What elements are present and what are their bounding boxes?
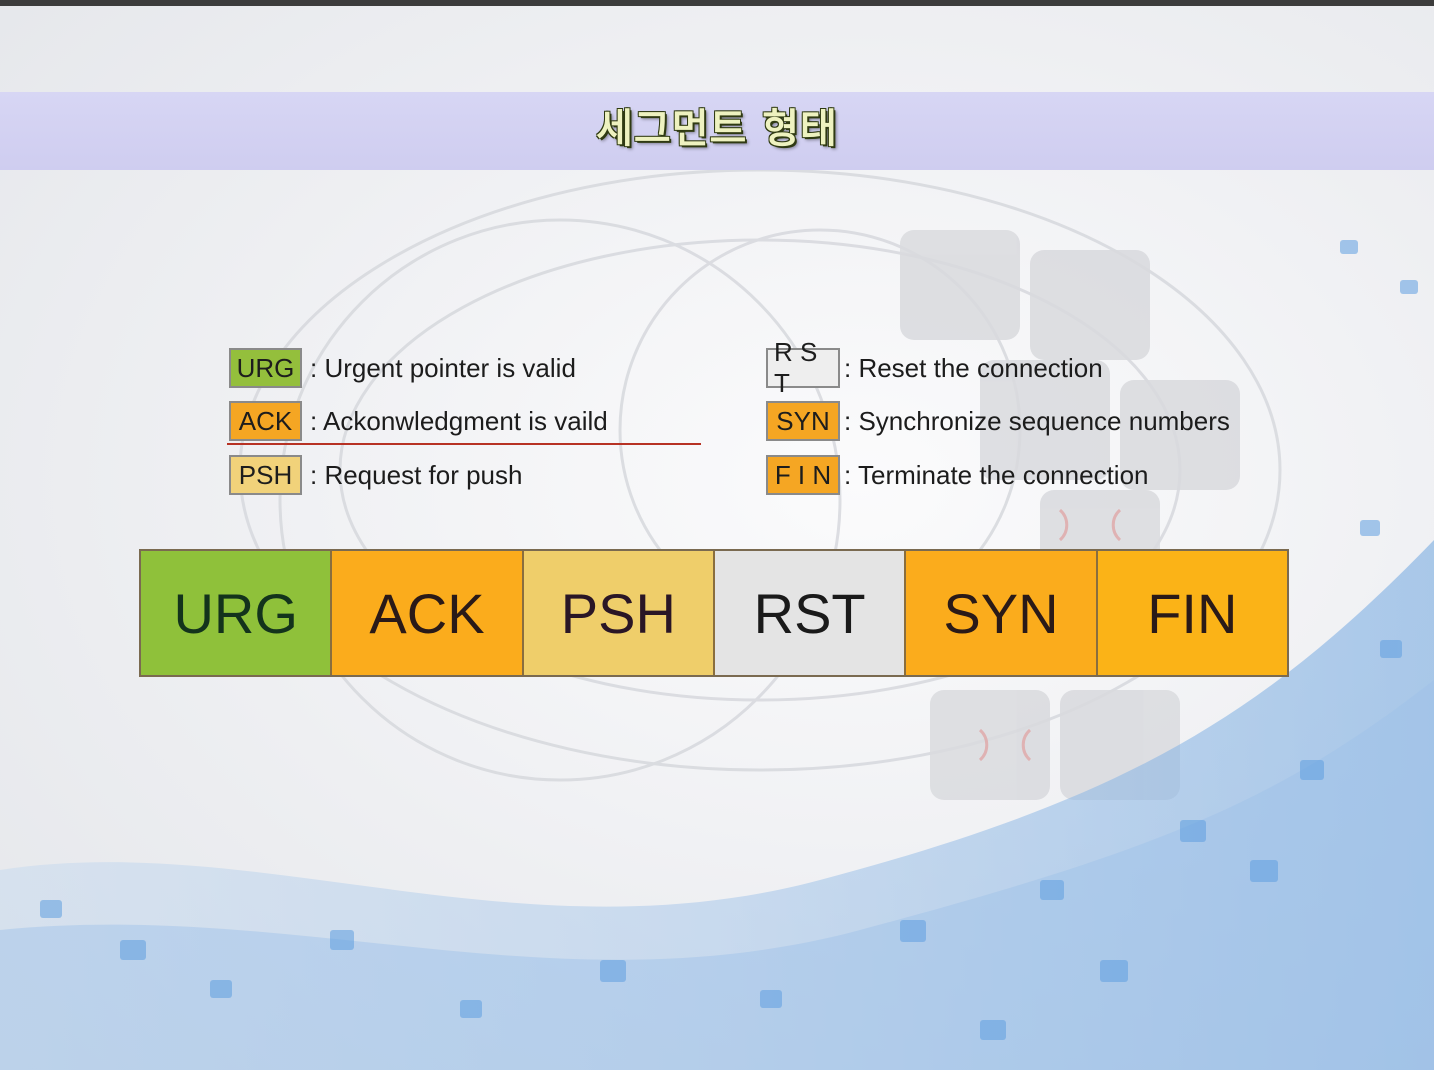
legend-item-urg: URG : Urgent pointer is valid bbox=[229, 346, 576, 390]
legend-item-rst: R S T : Reset the connection bbox=[766, 337, 1103, 398]
legend-desc-ack: : Ackonwledgment is vaild bbox=[310, 405, 608, 436]
legend-desc-urg: : Urgent pointer is valid bbox=[310, 352, 576, 383]
legend-desc-rst: : Reset the connection bbox=[844, 352, 1103, 383]
slide-title: 세그먼트 형태 bbox=[596, 106, 838, 152]
legend-badge-syn: SYN bbox=[766, 401, 840, 441]
legend-item-psh: PSH : Request for push bbox=[229, 453, 522, 497]
legend-badge-urg: URG bbox=[229, 348, 302, 388]
flag-cell-ack: ACK bbox=[332, 551, 524, 675]
legend-item-syn: SYN : Synchronize sequence numbers bbox=[766, 399, 1230, 443]
tcp-flag-bar: URG ACK PSH RST SYN FIN bbox=[139, 549, 1289, 677]
flag-cell-syn: SYN bbox=[906, 551, 1098, 675]
flag-cell-fin: FIN bbox=[1097, 551, 1287, 675]
title-band bbox=[0, 92, 1434, 170]
flag-cell-psh: PSH bbox=[523, 551, 715, 675]
top-shade bbox=[0, 0, 1434, 6]
legend-desc-fin: : Terminate the connection bbox=[844, 459, 1149, 490]
legend-item-ack: ACK : Ackonwledgment is vaild bbox=[229, 399, 608, 443]
legend-badge-psh: PSH bbox=[229, 455, 302, 495]
legend-desc-psh: : Request for push bbox=[310, 459, 523, 490]
flag-cell-rst: RST bbox=[714, 551, 907, 675]
legend-item-fin: F I N : Terminate the connection bbox=[766, 453, 1148, 497]
highlight-underline bbox=[227, 443, 701, 445]
legend-badge-fin: F I N bbox=[766, 455, 840, 495]
flag-cell-urg: URG bbox=[141, 551, 333, 675]
legend-desc-syn: : Synchronize sequence numbers bbox=[844, 405, 1230, 436]
legend-badge-rst: R S T bbox=[766, 337, 840, 398]
legend-badge-ack: ACK bbox=[229, 401, 302, 441]
